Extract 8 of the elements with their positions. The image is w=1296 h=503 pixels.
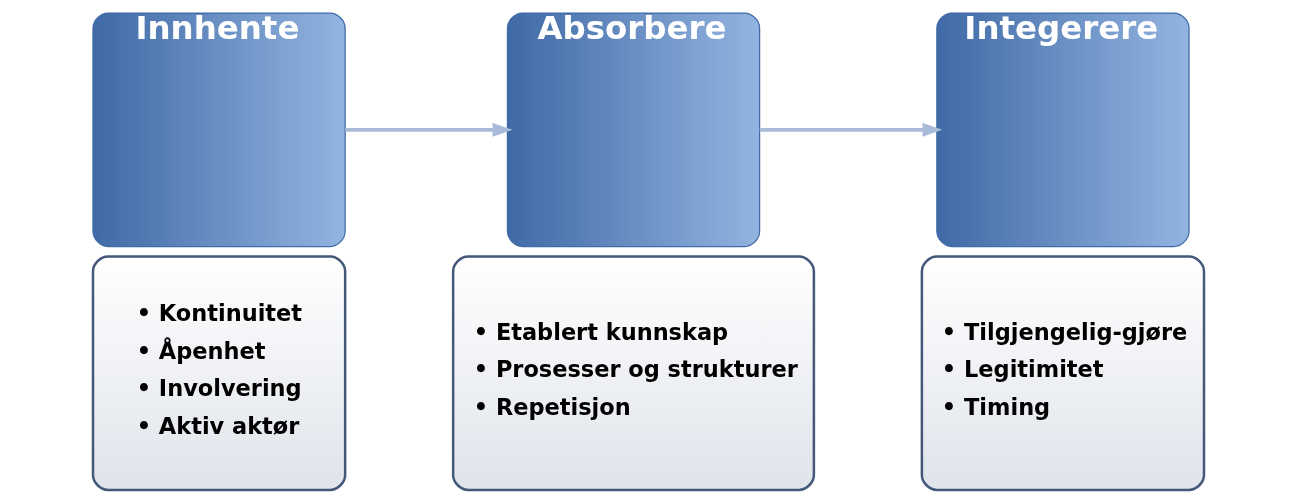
arrow bbox=[759, 122, 942, 137]
node-box: • Kontinuitet • Åpenhet • Involvering • Aktiv aktør bbox=[91, 255, 346, 492]
node-box: Integerere bbox=[935, 12, 1190, 248]
node-box: Innhente bbox=[91, 12, 346, 248]
node-box: Absorbere bbox=[506, 12, 760, 248]
node-box: • Tilgjengelig-gjøre • Legitimitet • Timing bbox=[920, 255, 1205, 492]
arrow bbox=[344, 122, 513, 137]
node-box: • Etablert kunnskap • Prosesser og strukturer • Repetisjon bbox=[451, 255, 815, 492]
